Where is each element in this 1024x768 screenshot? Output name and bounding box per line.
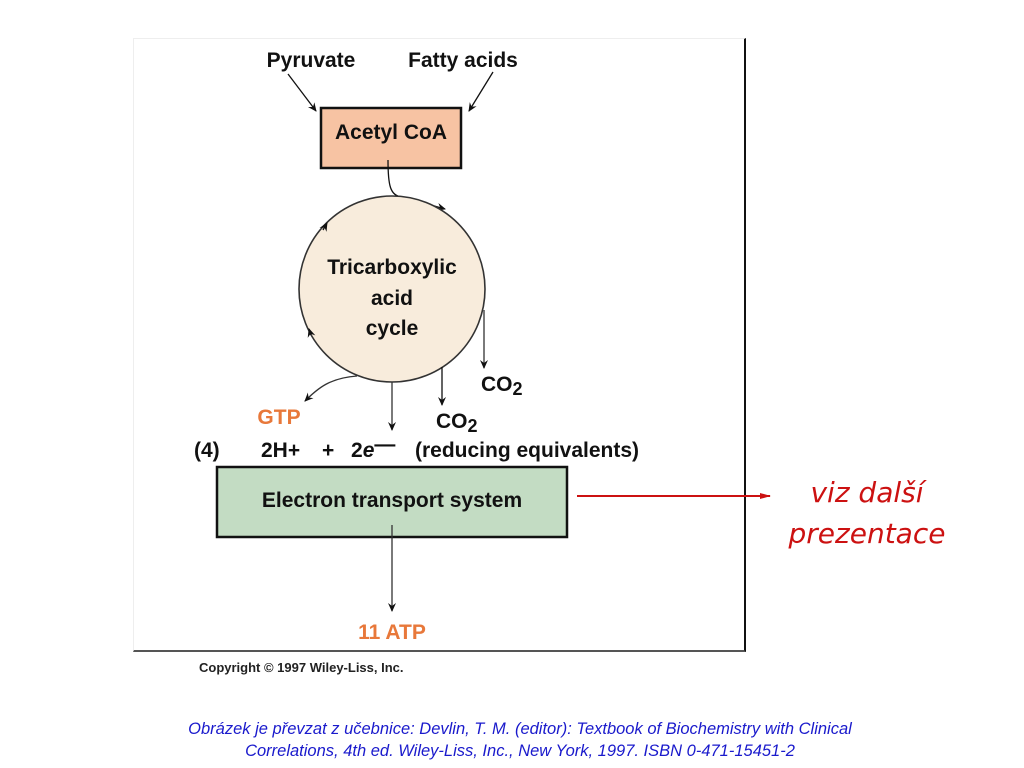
acetyl-coa-label: Acetyl CoA <box>335 121 447 144</box>
electrons-label: 2e— <box>351 433 395 462</box>
gtp-label: GTP <box>257 406 300 429</box>
gtp-arrow <box>304 375 358 402</box>
see-next-line2: prezentace <box>788 517 946 550</box>
fatty-acids-label: Fatty acids <box>408 49 518 72</box>
fatty-acids-arrow <box>468 71 494 112</box>
pyruvate-arrow <box>287 73 317 112</box>
co2-right-label: CO2 <box>481 373 523 399</box>
reducing-count: (4) <box>194 439 220 462</box>
copyright-notice: Copyright © 1997 Wiley-Liss, Inc. <box>199 660 404 675</box>
plus-sign: + <box>322 439 334 462</box>
citation-line-1: Obrázek je převzat z učebnice: Devlin, T… <box>188 720 852 738</box>
tca-cycle-label-line3: cycle <box>366 317 419 340</box>
atp-output-label: 11 ATP <box>358 621 426 644</box>
source-citation: Obrázek je převzat z učebnice: Devlin, T… <box>0 718 1024 762</box>
citation-line-2: Correlations, 4th ed. Wiley-Liss, Inc., … <box>245 742 795 760</box>
cycle-direction-arrow-top-left <box>319 222 328 232</box>
electron-transport-label: Electron transport system <box>262 489 522 512</box>
reducing-equivalents-label: (reducing equivalents) <box>415 439 639 462</box>
pyruvate-label: Pyruvate <box>267 49 356 72</box>
protons-label: 2H+ <box>261 439 300 462</box>
tca-cycle-label-line1: Tricarboxylic <box>327 256 457 279</box>
see-next-line1: viz další <box>810 476 927 509</box>
co2-bottom-label: CO2 <box>436 410 478 436</box>
acetyl-coa-box <box>319 106 463 170</box>
tca-cycle-label-line2: acid <box>371 287 413 310</box>
cycle-direction-arrow-left <box>307 328 316 338</box>
figure-frame <box>133 38 746 652</box>
